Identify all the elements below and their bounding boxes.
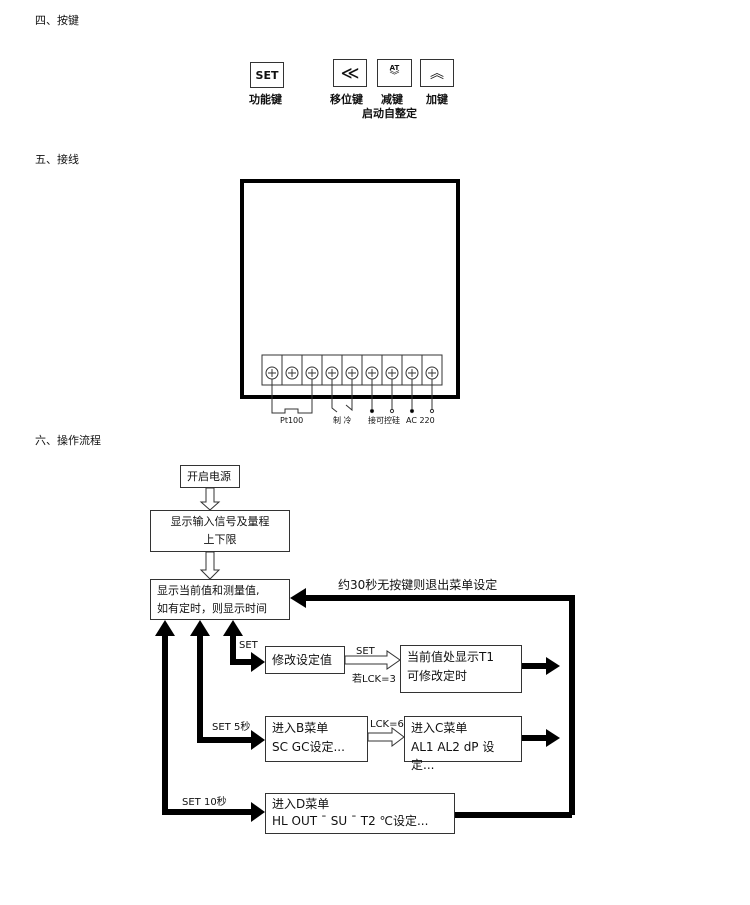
show-current-box: 显示当前值和测量值, 如有定时，则显示时间 [150, 579, 290, 620]
show-current-line2: 如有定时，则显示时间 [157, 602, 267, 615]
menu-c-box: 进入C菜单 AL1 AL2 dP 设定... [404, 716, 522, 772]
down-key-label: 减键 [381, 93, 403, 106]
autotune-label: 启动自整定 [362, 107, 417, 120]
lck6-label: LCK=6 [370, 719, 404, 730]
up-key-label: 加键 [426, 93, 448, 106]
scr-label: 接可控硅 [368, 416, 400, 425]
set-label: SET [239, 640, 258, 651]
t1-box: 当前值处显示T1 可修改定时 [400, 645, 522, 693]
menu-d-box: 进入D菜单 HL OUT ˉ SU ˉ T2 ℃设定... [265, 793, 455, 834]
ac220-label: AC 220 [406, 416, 435, 425]
section-keys-heading: 四、按键 [35, 14, 79, 27]
timeout-label: 约30秒无按键则退出菜单设定 [338, 578, 498, 592]
menu-b-line2: SC GC设定... [272, 739, 345, 754]
terminals [265, 355, 439, 414]
flow-arrowheads [155, 588, 560, 822]
flow-hollow-arrows [199, 487, 405, 747]
pt100-label: Pt100 [280, 416, 304, 425]
show-current-line1: 显示当前值和测量值, [157, 584, 260, 597]
double-chevron-down-icon: ︾ [389, 71, 400, 82]
section-flow-heading: 六、操作流程 [35, 434, 101, 447]
section-wiring-heading: 五、接线 [35, 153, 79, 166]
menu-c-line1: 进入C菜单 [411, 721, 468, 735]
show-input-line2: 上下限 [203, 533, 237, 546]
show-input-box: 显示输入信号及量程 上下限 [150, 510, 290, 552]
power-on-box: 开启电源 [180, 465, 240, 488]
menu-d-line1: 进入D菜单 [272, 797, 330, 811]
menu-d-line2: HL OUT ˉ SU ˉ T2 ℃设定... [272, 814, 429, 829]
show-input-line1: 显示输入信号及量程 [170, 515, 270, 528]
t1-line1: 当前值处显示T1 [407, 650, 494, 664]
shift-key-icon: ≪ [333, 59, 367, 87]
lck3-label: 若LCK=3 [352, 674, 396, 685]
at-label: AT [389, 64, 400, 72]
set-label-2: SET [356, 646, 375, 657]
down-key: AT ︾ [377, 59, 412, 87]
controller-outline [240, 179, 460, 399]
set-key: SET [250, 62, 284, 88]
chevron-up-icon: ︽ [420, 59, 454, 87]
shift-key-label: 移位键 [330, 93, 363, 106]
menu-b-line1: 进入B菜单 [272, 721, 329, 735]
set-key-label: 功能键 [249, 93, 282, 106]
set10-label: SET 10秒 [182, 797, 227, 808]
modify-setpoint-box: 修改设定值 [265, 646, 345, 674]
flow-thick-arrows [162, 595, 575, 818]
menu-c-line2: AL1 AL2 dP 设定... [411, 739, 495, 773]
cooling-label: 制 冷 [333, 416, 352, 425]
menu-b-box: 进入B菜单 SC GC设定... [265, 716, 368, 762]
set5-label: SET 5秒 [212, 722, 251, 733]
t1-line2: 可修改定时 [407, 668, 468, 683]
